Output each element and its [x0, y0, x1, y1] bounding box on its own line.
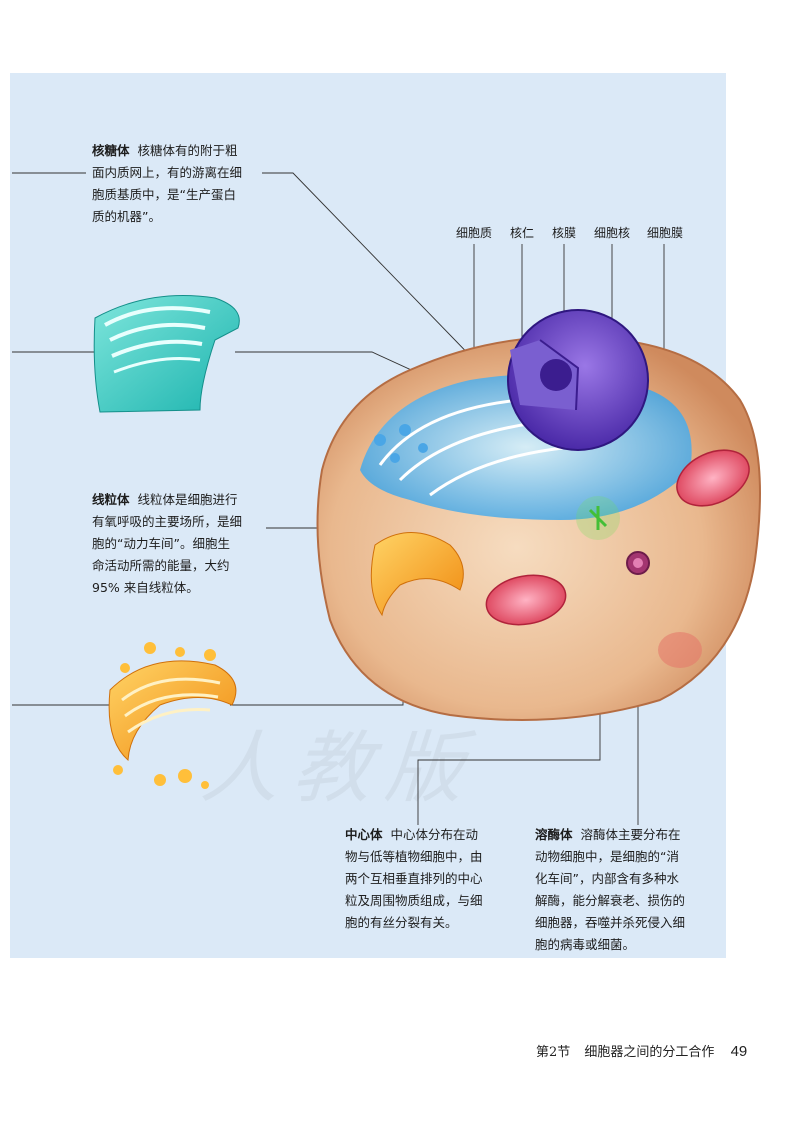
- mitochondrion-line-3: 胞的“动力车间”。细胞生: [92, 536, 230, 551]
- centrosome-note: 中心体中心体分布在动 物与低等植物细胞中，由 两个互相垂直排列的中心 粒及周围物…: [345, 824, 495, 934]
- label-cytoplasm: 细胞质: [456, 226, 493, 240]
- lysosome-line-4: 解酶，能分解衰老、损伤的: [535, 893, 686, 908]
- animal-cell: [316, 309, 761, 721]
- centrosome-line-4: 粒及周围物质组成，与细: [345, 893, 483, 908]
- centrosome-line-3: 两个互相垂直排列的中心: [345, 871, 483, 886]
- lysosome-line-3: 化车间”，内部含有多种水: [535, 871, 679, 886]
- label-nucleolus: 核仁: [510, 226, 535, 240]
- ribosome-line-2: 面内质网上，有的游离在细: [92, 165, 243, 180]
- centrosome-line-1: 中心体分布在动: [390, 827, 479, 842]
- ribosome-note: 核糖体核糖体有的附于粗 面内质网上，有的游离在细 胞质基质中，是“生产蛋白 质的…: [92, 140, 262, 228]
- mitochondrion-line-2: 有氧呼吸的主要场所，是细: [92, 514, 243, 529]
- mitochondrion-line-4: 命活动所需的能量，大约: [92, 558, 230, 573]
- mitochondrion-note: 线粒体线粒体是细胞进行 有氧呼吸的主要场所，是细 胞的“动力车间”。细胞生 命活…: [92, 489, 264, 599]
- lysosome-line-6: 胞的病毒或细菌。: [535, 937, 636, 952]
- ribosome-line-3: 胞质基质中，是“生产蛋白: [92, 187, 236, 202]
- mitochondrion-line-1: 线粒体是细胞进行: [137, 492, 238, 507]
- centrosome-line-2: 物与低等植物细胞中，由: [345, 849, 483, 864]
- golgi-detached: [108, 642, 237, 789]
- ribosome-term: 核糖体: [92, 143, 130, 158]
- centrosome-term: 中心体: [345, 827, 383, 842]
- lysosome-line-5: 细胞器，吞噬并杀死侵入细: [535, 915, 686, 930]
- ribosome-line-1: 核糖体有的附于粗: [137, 143, 238, 158]
- lysosome-line-1: 溶酶体主要分布在: [580, 827, 681, 842]
- lysosome-note: 溶酶体溶酶体主要分布在 动物细胞中，是细胞的“消 化车间”，内部含有多种水 解酶…: [535, 824, 687, 956]
- diagram-labels: 细胞质 核仁 核膜 细胞核 细胞膜: [440, 224, 700, 244]
- page-number: 49: [730, 1043, 748, 1060]
- footer-chapter-title: 细胞器之间的分工合作: [584, 1045, 715, 1060]
- lysosome-line-2: 动物细胞中，是细胞的“消: [535, 849, 679, 864]
- ribosome-line-4: 质的机器”。: [92, 209, 161, 224]
- page-footer: 第2节 细胞器之间的分工合作 49: [536, 1041, 747, 1060]
- mitochondrion-term: 线粒体: [92, 492, 130, 507]
- mitochondrion-line-5: 95% 来自线粒体。: [92, 580, 199, 595]
- label-nucleus: 细胞核: [594, 226, 631, 240]
- footer-section: 第2节: [536, 1045, 571, 1060]
- rough-er-detached: [93, 295, 240, 413]
- lysosome-term: 溶酶体: [535, 827, 573, 842]
- label-cell-membrane: 细胞膜: [647, 226, 684, 240]
- centrosome-line-5: 胞的有丝分裂有关。: [345, 915, 458, 930]
- label-nuclear-envelope: 核膜: [552, 226, 577, 240]
